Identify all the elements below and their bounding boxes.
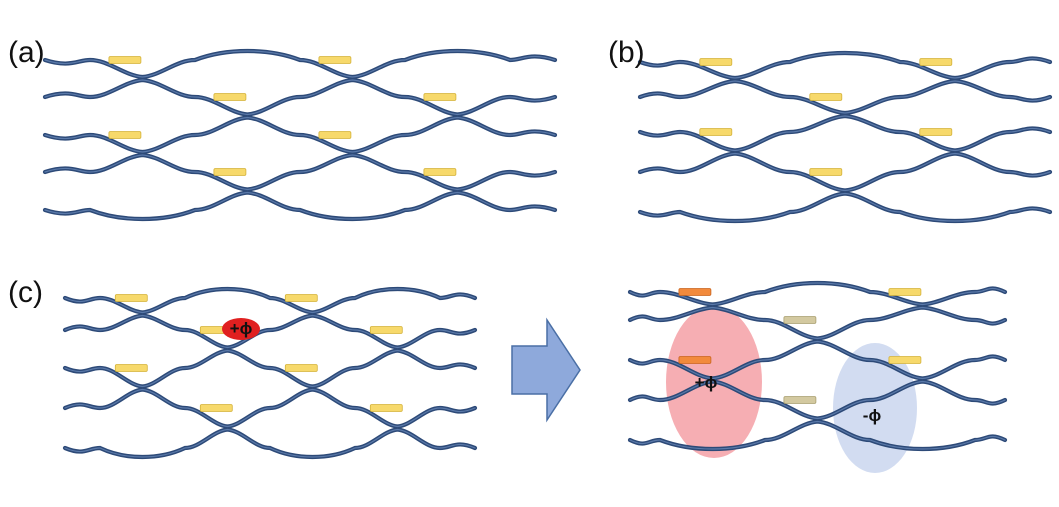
transform-arrow <box>511 317 581 423</box>
heaters-b <box>699 58 953 176</box>
waveguide-highlight <box>629 380 1006 420</box>
phase-shifter <box>284 294 318 302</box>
panel-a-label: (a) <box>8 36 45 69</box>
phase-shifter <box>213 168 247 176</box>
phase-shifter <box>284 364 318 372</box>
phase-shifter <box>678 288 712 296</box>
waveguide-highlight <box>64 428 476 458</box>
waveguide-highlight <box>639 115 1051 152</box>
heater-layer <box>108 56 953 423</box>
phase-shifter <box>108 131 142 139</box>
waveguide-highlight <box>44 191 556 220</box>
waveguide-highlight <box>629 420 1006 450</box>
phase-shifter <box>213 93 247 101</box>
waveguide-highlight <box>629 282 1006 306</box>
waveguide-highlight <box>44 79 556 116</box>
waveguide <box>637 151 1053 193</box>
panel-c-label: (c) <box>8 276 43 309</box>
waveguide-highlight <box>44 50 556 78</box>
waveguide <box>62 427 478 460</box>
waveguide <box>637 191 1053 224</box>
phase-shifter <box>919 128 953 136</box>
phase-shifter <box>888 356 922 364</box>
phase-label-small: +ϕ <box>230 319 253 338</box>
phase-shifter <box>114 294 148 302</box>
waveguide <box>637 78 1053 116</box>
phase-marker-small <box>222 318 260 340</box>
phase-label-positive: +ϕ <box>695 373 718 392</box>
waveguide-highlight <box>64 288 476 314</box>
phase-shifter <box>888 288 922 296</box>
phase-shifter <box>369 404 403 412</box>
phase-shifter <box>108 56 142 64</box>
phase-shifter <box>199 404 233 412</box>
phase-shifter <box>678 356 712 364</box>
mesh-layer <box>42 48 1053 460</box>
waveguide-highlight <box>44 116 556 153</box>
phase-shifter <box>318 131 352 139</box>
phase-label-negative: -ϕ <box>863 406 882 425</box>
phase-shifter <box>423 93 457 101</box>
waveguide-highlight <box>629 340 1006 380</box>
mesh-a <box>42 48 558 222</box>
phase-shifter <box>783 396 817 404</box>
phase-shifter <box>318 56 352 64</box>
phase-shifter <box>809 168 843 176</box>
panel-b-label: (b) <box>608 36 645 69</box>
waveguide <box>42 48 558 80</box>
phase-shifter <box>783 316 817 324</box>
phase-shifter <box>919 58 953 66</box>
waveguide-highlight <box>629 306 1006 340</box>
waveguide-highlight <box>639 192 1051 222</box>
waveguide-highlight <box>639 80 1051 114</box>
heaters-c-right <box>678 288 922 404</box>
phase-shifter <box>423 168 457 176</box>
phase-shifter <box>699 128 733 136</box>
mesh-b <box>637 50 1053 224</box>
waveguide-highlight <box>639 52 1051 79</box>
phase-region-negative <box>833 343 917 473</box>
phase-shifter <box>699 58 733 66</box>
phase-shifter <box>114 364 148 372</box>
waveguide-highlight <box>64 349 476 388</box>
heaters-a <box>108 56 457 176</box>
phase-shifter <box>809 93 843 101</box>
mesh-c-left <box>62 286 478 460</box>
mesh-c-right <box>627 280 1008 452</box>
waveguide <box>42 190 558 222</box>
waveguide-highlight <box>639 152 1051 192</box>
waveguide-highlight <box>44 154 556 191</box>
waveguide-highlight <box>64 314 476 349</box>
phase-shifter <box>369 326 403 334</box>
waveguide-highlight <box>64 388 476 428</box>
